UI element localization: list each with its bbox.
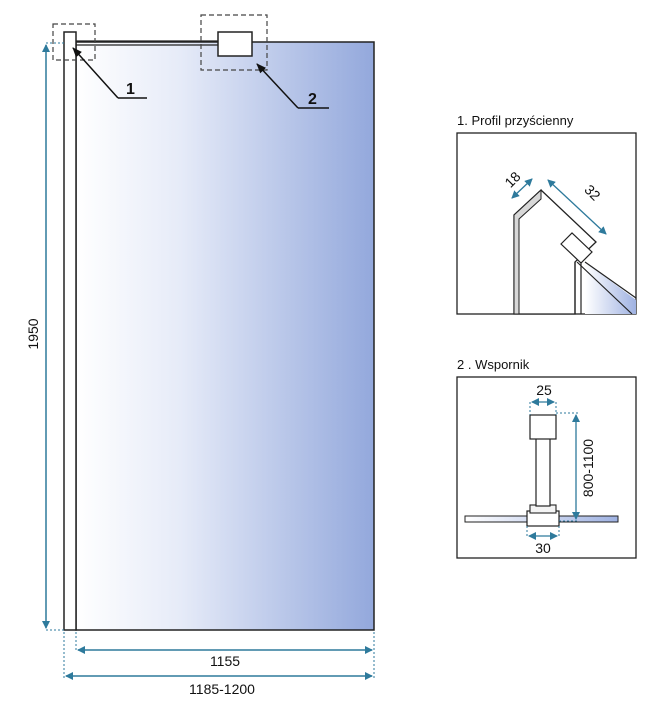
main-view: 1 2 1950 1155 1185-1200 [25,14,375,697]
glass-panel [75,41,375,631]
callout-1-label: 1 [126,81,135,98]
height-dimension [42,42,64,631]
total-width-label: 1185-1200 [189,681,255,697]
detail-2: 2 . Wspornik 25 800-1100 30 [456,357,637,559]
detail-2-rod [535,437,551,507]
detail-2-dim-bottom-label: 30 [535,540,551,556]
detail-1-dim-b-line [547,179,607,235]
detail-1: 1. Profil przyścienny 18 32 [456,113,637,315]
callout-2-leader [256,63,329,109]
callout-2-label: 2 [308,91,317,108]
callout-1-leader [72,47,147,99]
detail-2-title: 2 . Wspornik [457,357,530,372]
detail-2-dim-top-label: 25 [536,382,552,398]
height-label: 1950 [25,318,41,349]
glass-width-label: 1155 [210,653,240,669]
extension-lines [63,632,375,678]
detail-2-wall-mount [529,414,557,440]
wall-profile [63,31,77,631]
detail-2-dim-side-label: 800-1100 [580,439,596,497]
detail-2-highlight-box [200,14,268,71]
detail-1-dim-a-line [511,178,533,199]
bracket [217,31,253,57]
detail-1-glass [585,262,636,314]
detail-1-glass-slot [560,232,593,264]
detail-1-title: 1. Profil przyścienny [457,113,574,128]
support-bar [76,40,218,46]
detail-1-highlight-box [52,23,96,61]
